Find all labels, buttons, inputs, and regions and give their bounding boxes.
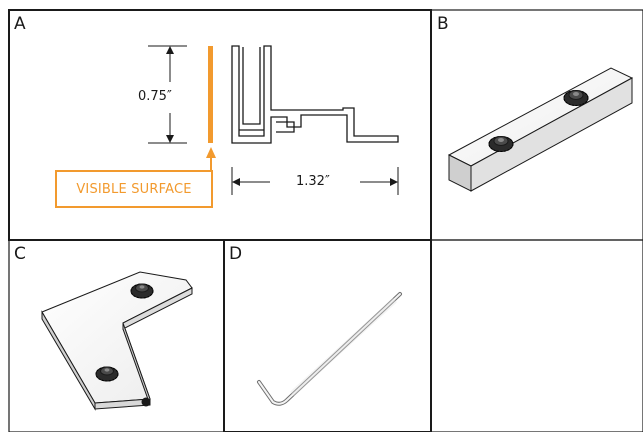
flat-plate-part	[447, 67, 634, 192]
panel-b-label: B	[437, 14, 449, 34]
width-dimension	[231, 167, 399, 195]
width-dimension-label: 1.32″	[296, 174, 330, 189]
callout-leader	[210, 157, 212, 171]
visible-surface-callout: VISIBLE SURFACE	[55, 170, 213, 208]
callout-arrow-icon	[206, 147, 216, 158]
panel-d-label: D	[229, 244, 243, 264]
height-dimension	[148, 45, 187, 144]
thumbscrew-icon	[563, 90, 589, 106]
panel-empty-border	[430, 239, 643, 432]
thumbscrew-icon	[130, 283, 154, 299]
panel-d-border	[223, 239, 432, 432]
angle-bracket-part	[41, 271, 193, 411]
grid-frame	[8, 9, 643, 432]
height-dimension-label: 0.75″	[138, 89, 172, 104]
panel-c-label: C	[14, 244, 26, 264]
visible-surface-bar	[208, 46, 213, 143]
thumbscrew-icon	[488, 136, 514, 152]
visible-surface-marker	[206, 46, 216, 171]
extrusion-profile	[231, 45, 399, 144]
panel-a-label: A	[14, 14, 26, 34]
hex-key-icon	[257, 292, 402, 406]
thumbscrew-icon	[95, 366, 119, 382]
